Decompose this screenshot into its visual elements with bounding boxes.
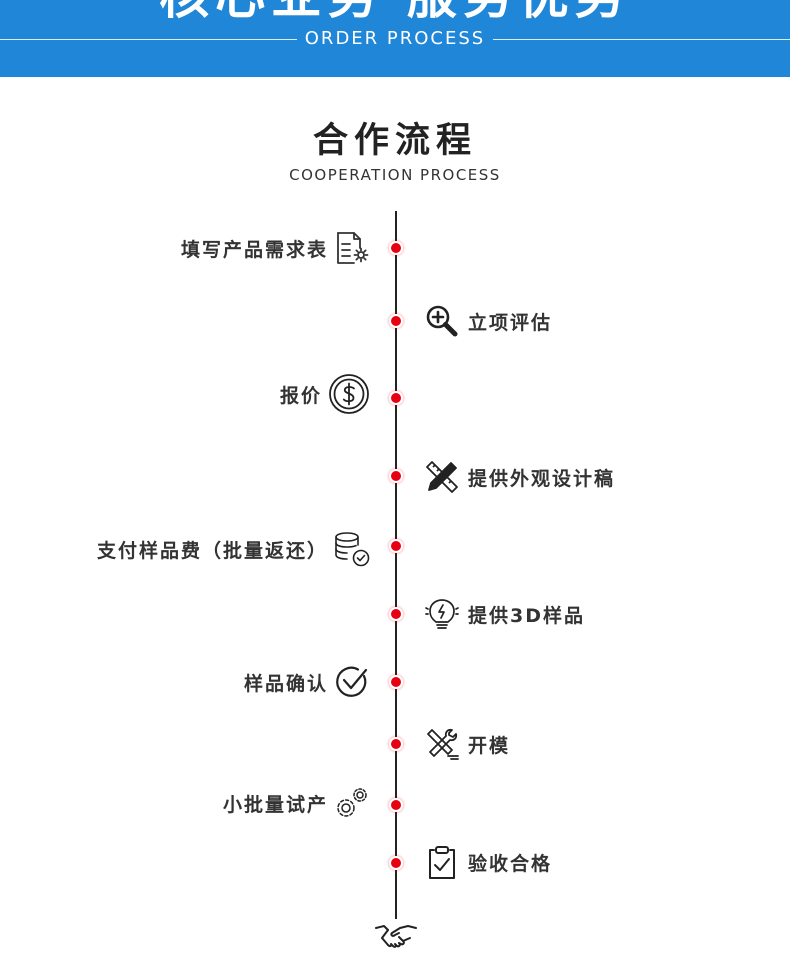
step-3d-sample: 提供3D样品 — [424, 594, 585, 634]
step-product-requirements: 填写产品需求表 — [181, 228, 370, 268]
handshake-icon — [374, 920, 418, 951]
header-banner: 核心业务 服务优势 ORDER PROCESS — [0, 0, 790, 77]
clipboard-check-icon — [424, 844, 460, 880]
lightbulb-icon — [424, 596, 460, 632]
timeline-dot — [391, 541, 401, 551]
step-appearance-design: 提供外观设计稿 — [424, 457, 615, 497]
banner-divider-left — [0, 39, 302, 40]
timeline-dot — [391, 243, 401, 253]
document-gear-icon — [334, 230, 370, 266]
step-label: 样品确认 — [243, 672, 328, 695]
step-sample-fee: 支付样品费（批量返还） — [97, 529, 370, 569]
step-label: 报价 — [279, 384, 322, 407]
database-check-icon — [334, 531, 370, 567]
step-label: 验收合格 — [468, 852, 553, 875]
step-label: 提供外观设计稿 — [468, 467, 616, 490]
step-label: 提供3D样品 — [468, 604, 585, 627]
tools-icon — [424, 726, 460, 762]
step-label: 支付样品费（批量返还） — [96, 539, 328, 562]
timeline-dot — [391, 739, 401, 749]
step-acceptance: 验收合格 — [424, 842, 552, 882]
timeline-dot — [391, 609, 401, 619]
step-mold-opening: 开模 — [424, 724, 510, 764]
step-sample-confirmation: 样品确认 — [244, 662, 370, 702]
timeline-dot — [391, 858, 401, 868]
timeline-line — [395, 211, 397, 919]
gears-icon — [334, 785, 370, 821]
magnifier-plus-icon — [424, 303, 460, 339]
timeline-dot — [391, 471, 401, 481]
banner-title: 核心业务 服务优势 — [0, 0, 790, 26]
pencil-ruler-icon — [424, 459, 460, 495]
step-quotation: 报价 — [280, 374, 370, 414]
step-label: 填写产品需求表 — [180, 238, 328, 261]
step-label: 小批量试产 — [222, 793, 328, 816]
banner-divider-right — [488, 39, 790, 40]
timeline-dot — [391, 800, 401, 810]
banner-subtitle: ORDER PROCESS — [0, 28, 790, 50]
timeline-dot — [391, 393, 401, 403]
step-trial-production: 小批量试产 — [223, 783, 370, 823]
timeline-dot — [391, 316, 401, 326]
check-circle-icon — [334, 664, 370, 700]
section-subtitle: COOPERATION PROCESS — [289, 166, 501, 184]
step-project-evaluation: 立项评估 — [424, 301, 552, 341]
timeline-dot — [391, 677, 401, 687]
step-label: 立项评估 — [468, 311, 553, 334]
step-label: 开模 — [468, 734, 511, 757]
section-title: 合作流程 — [312, 121, 477, 161]
dollar-coin-icon — [328, 373, 370, 415]
